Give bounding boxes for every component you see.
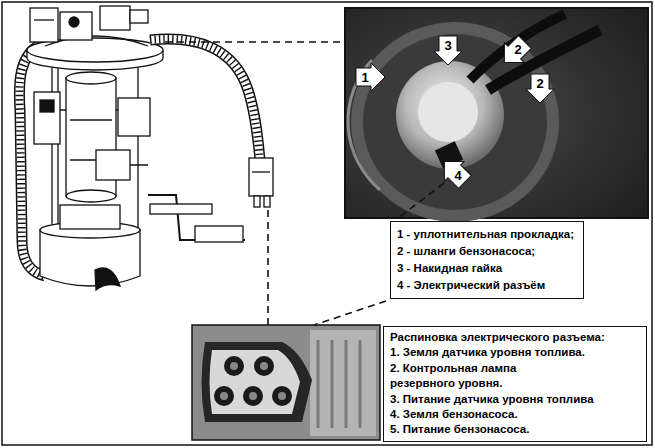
pinout-line: 2. Контрольная лампа резервного уровня.	[390, 361, 540, 392]
connector-photo	[272, 386, 292, 406]
fuel-pump-module	[130, 10, 148, 23]
leader-line	[267, 210, 269, 325]
fuel-pump-module	[137, 62, 138, 232]
pinout-line: Распиновка электрического разъема:	[390, 330, 605, 345]
connector-photo	[224, 356, 244, 376]
connector-photo	[318, 340, 360, 428]
callout-arrow	[434, 36, 462, 65]
sensor-parts	[34, 92, 150, 180]
callout-key: 4 - Электрический разъём	[397, 277, 545, 294]
connector-photo	[192, 325, 380, 440]
fuel-pump-module	[252, 171, 270, 172]
connector-photo	[220, 392, 228, 400]
connector-photo	[249, 392, 257, 400]
fuel-pump-module	[150, 204, 212, 214]
connector-photo	[214, 386, 234, 406]
reservoir	[40, 205, 140, 290]
fuel-pump-module	[51, 62, 52, 232]
fuel-pump-module	[150, 39, 260, 160]
connector-photo	[260, 362, 268, 370]
fuel-pump-module	[30, 8, 58, 42]
leader-line	[314, 301, 386, 325]
callout-key: 3 - Накидная гайка	[397, 260, 502, 277]
fuel-pump-module	[66, 190, 116, 202]
fuel-pump-module	[96, 150, 130, 180]
fuel-pump-module	[150, 39, 260, 160]
float-arm	[148, 195, 245, 242]
fuel-pump-module	[40, 100, 54, 112]
fuel-pump-module	[66, 72, 116, 84]
fuel-pump-module	[60, 110, 148, 165]
fuel-pump-module	[57, 62, 58, 232]
callout-arrow	[356, 63, 385, 91]
text-box: 1 - уплотнительная прокладка;2 - шланги …	[390, 221, 584, 299]
pinout-line: 1. Земля датчика уровня топлива.	[390, 345, 585, 360]
callout-key: 2 - шланги бензонасоса;	[397, 243, 535, 260]
connector-photo	[278, 392, 286, 400]
callout-arrow	[526, 74, 554, 103]
fuel-pump-module	[70, 119, 112, 120]
pinout-line: 5. Питание бензонасоса.	[390, 422, 529, 437]
installation-photo	[351, 22, 559, 222]
fuel-pump-module	[249, 158, 273, 196]
callout-number: 2	[536, 77, 543, 90]
leader-line	[165, 41, 345, 43]
callout-arrow	[356, 32, 554, 192]
fuel-pump-module	[34, 19, 54, 20]
fuel-pump-module	[60, 205, 120, 229]
fuel-pump-module	[150, 39, 260, 160]
callout-number: 4	[454, 169, 461, 182]
fuel-pump-module	[34, 92, 60, 144]
pump-motor	[66, 72, 116, 202]
connector-photo	[254, 356, 274, 376]
top-fittings	[30, 6, 148, 42]
connector-photo	[310, 330, 376, 436]
connector-photo	[243, 386, 263, 406]
connector-photo	[202, 342, 313, 422]
text-box: Распиновка электрического разъема:1. Зем…	[383, 326, 647, 442]
fuel-pump-module	[254, 196, 260, 207]
installation-photo	[418, 82, 478, 142]
fuel-pump-module	[100, 6, 130, 30]
fuel-pump-module	[19, 6, 273, 290]
callout-number: 2	[514, 43, 521, 56]
connector-photo	[210, 350, 301, 414]
pinout-line: 3. Питание датчика уровня топлива	[390, 392, 594, 407]
fuel-pump-module	[195, 226, 243, 242]
callout-key: 1 - уплотнительная прокладка;	[397, 226, 574, 243]
harness-connector	[249, 158, 273, 207]
fuel-pump-module	[60, 12, 92, 40]
fuel-pump-module	[95, 268, 120, 290]
fuel-pump-module	[69, 17, 79, 27]
callout-arrow	[494, 32, 534, 72]
connector-photo	[230, 362, 238, 370]
leader-line	[398, 183, 444, 218]
fuel-pump-module	[118, 98, 150, 136]
callout-number: 3	[444, 39, 451, 52]
installation-photo	[396, 61, 504, 169]
fuel-pump-module	[264, 196, 270, 207]
installation-photo	[345, 8, 648, 222]
connector-photo	[192, 325, 380, 440]
wire-harness-tube	[150, 39, 260, 160]
callout-number: 1	[361, 71, 368, 84]
pinout-line: 4. Земля бензонасоса.	[390, 407, 518, 422]
bracket-rods	[52, 62, 138, 232]
